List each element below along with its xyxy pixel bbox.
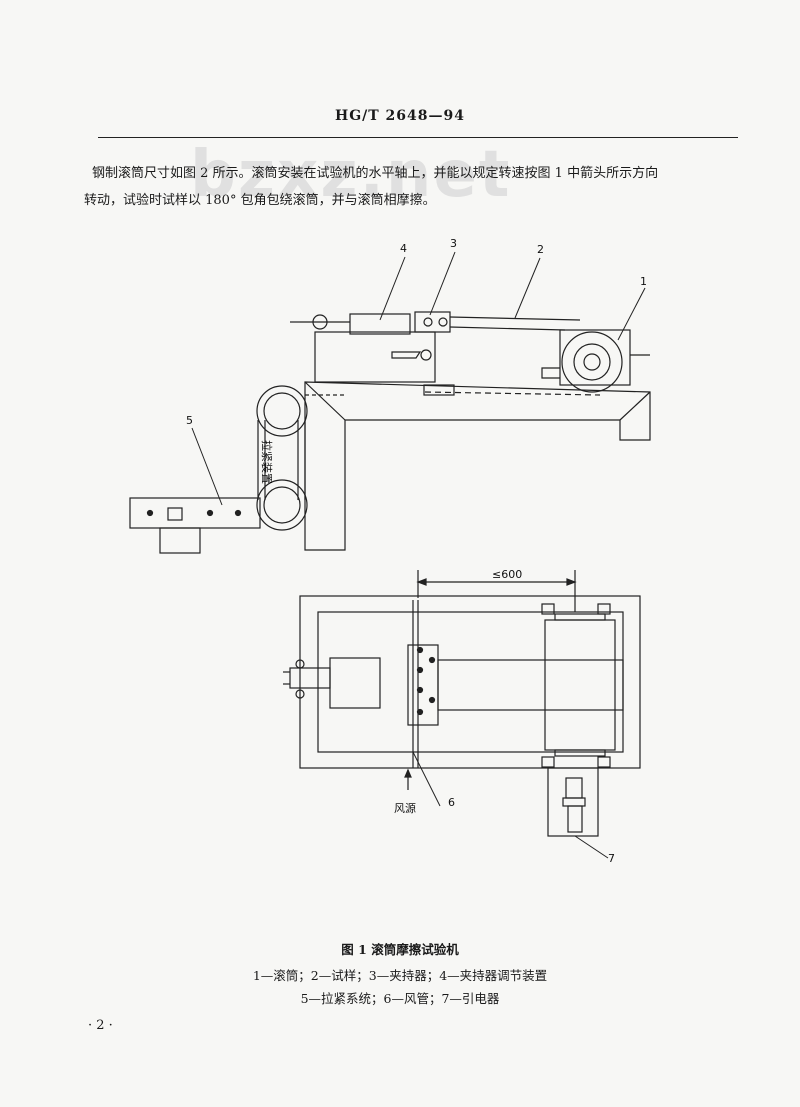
air-source-label: 风源: [394, 801, 416, 815]
watermark: bzxz.net: [190, 138, 512, 212]
header-rule: [98, 137, 738, 138]
body-paragraph: 钢制滚筒尺寸如图 2 所示。滚筒安装在试验机的水平轴上，并能以规定转速按图 1 …: [84, 160, 744, 214]
callout-7: 7: [608, 852, 615, 865]
page-header: HG/T 2648—94: [334, 108, 466, 124]
body-line-2: 转动，试验时试样以 180° 包角包绕滚筒，并与滚筒相摩擦。: [84, 193, 436, 208]
top-view: [283, 570, 641, 837]
callout-3: 3: [450, 237, 457, 250]
figure-legend-line-2: 5—拉紧系统；6—风管；7—引电器: [300, 991, 500, 1006]
rotated-label: 拉紧装置: [260, 440, 274, 484]
callout-1: 1: [640, 275, 647, 288]
dimension-600: ≤600: [492, 568, 522, 581]
callout-2: 2: [537, 243, 544, 256]
callout-4: 4: [400, 242, 407, 255]
leader-lines-upper: [191, 251, 646, 506]
body-line-1: 钢制滚筒尺寸如图 2 所示。滚筒安装在试验机的水平轴上，并能以规定转速按图 1 …: [92, 166, 659, 181]
callout-6: 6: [448, 796, 455, 809]
side-view: [129, 311, 651, 554]
callout-5: 5: [186, 414, 193, 427]
figure-legend-line-1: 1—滚筒；2—试样；3—夹持器；4—夹持器调节装置: [252, 968, 548, 983]
leader-lines-lower: [412, 751, 609, 859]
page-number: · 2 ·: [88, 1018, 113, 1033]
figure-caption-title: 图 1 滚筒摩擦试验机: [341, 942, 459, 957]
